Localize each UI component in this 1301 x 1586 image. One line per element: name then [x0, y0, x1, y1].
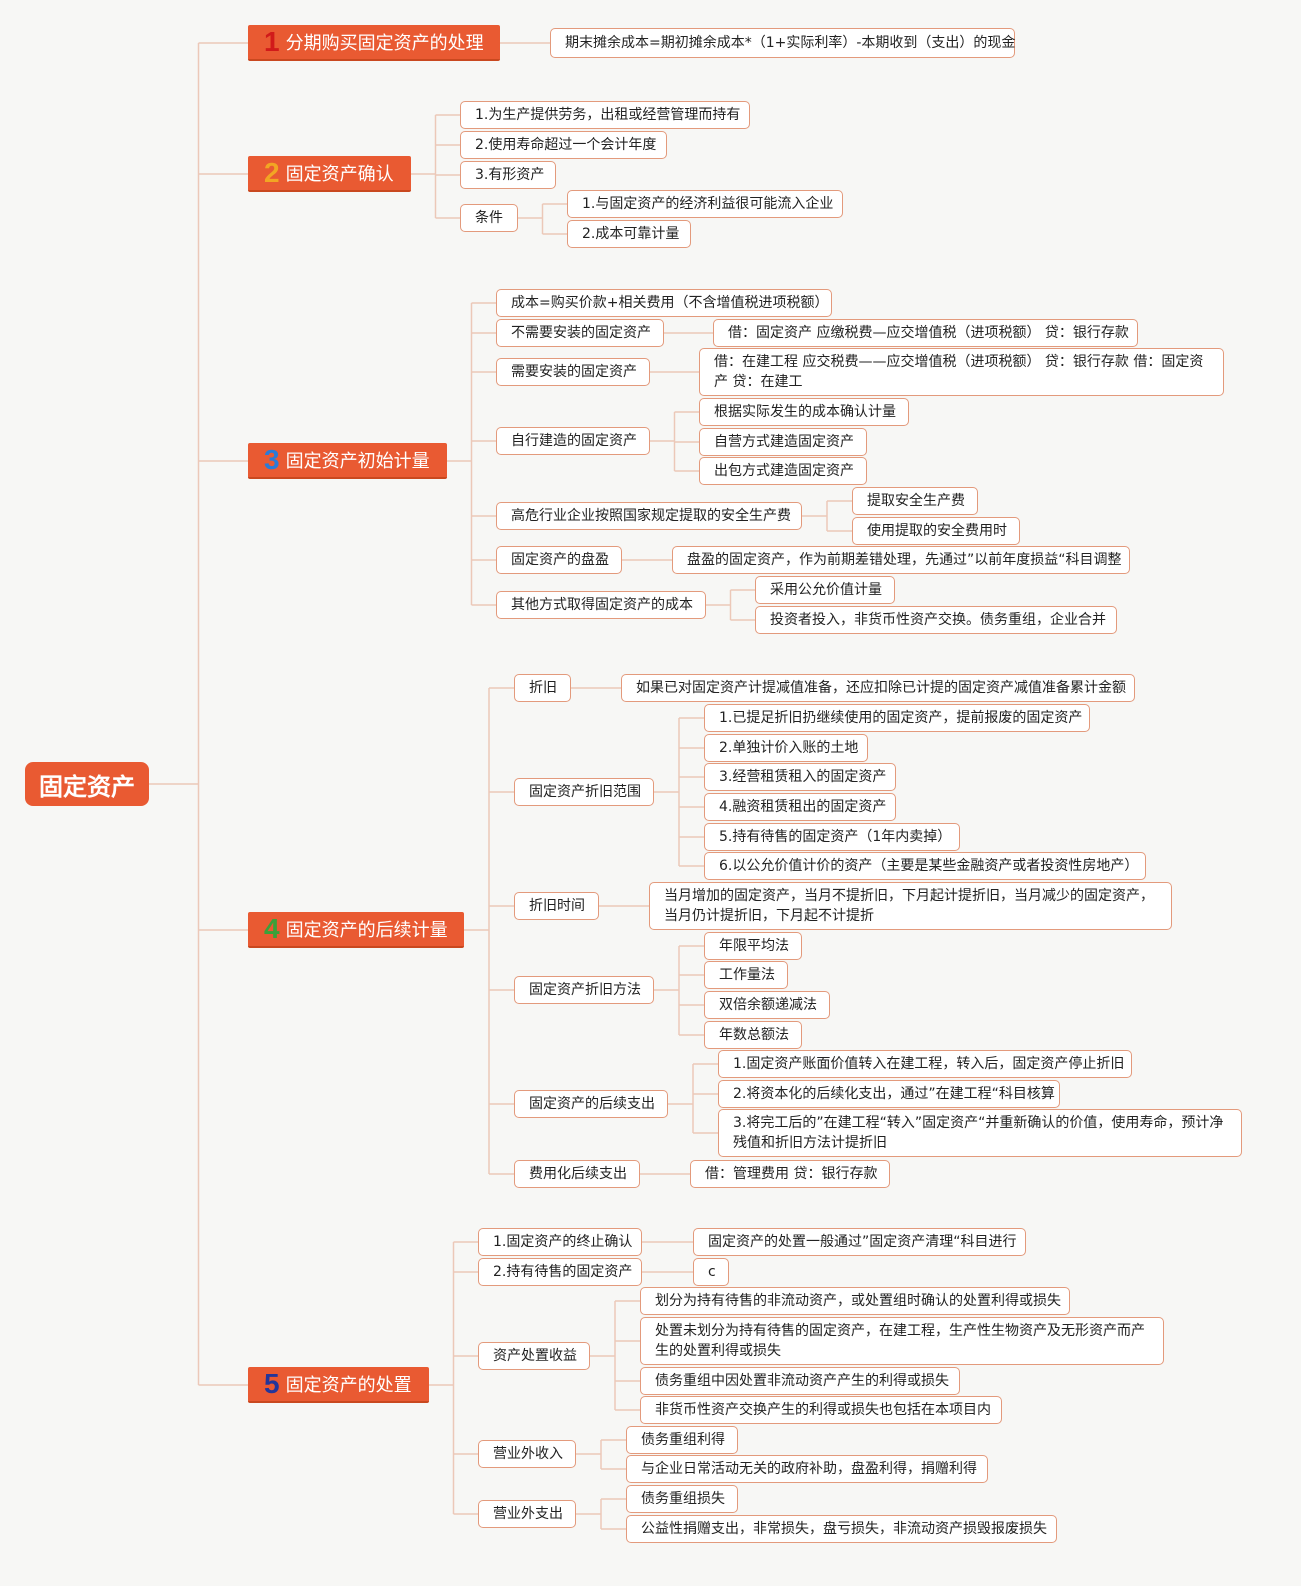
s3-item-4[interactable]: 自行建造的固定资产	[496, 427, 650, 455]
s3-item-5-child-2[interactable]: 使用提取的安全费用时	[852, 517, 1020, 545]
s2-item-3[interactable]: 3.有形资产	[460, 161, 556, 189]
s4-item-2-child-6[interactable]: 6.以公允价值计价的资产（主要是某些金融资产或者投资性房地产）	[704, 852, 1146, 880]
s4-item-4-child-1[interactable]: 年限平均法	[704, 932, 802, 960]
s5-item-4-child-2[interactable]: 与企业日常活动无关的政府补助，盘盈利得，捐赠利得	[626, 1455, 988, 1483]
section-2-number: 2	[264, 157, 280, 188]
s3-item-7-child-1[interactable]: 采用公允价值计量	[755, 576, 895, 604]
s5-item-3-child-3[interactable]: 债务重组中因处置非流动资产产生的利得或损失	[640, 1367, 960, 1395]
s3-item-4-child-1[interactable]: 根据实际发生的成本确认计量	[699, 398, 909, 426]
section-3-node[interactable]: 3 固定资产初始计量	[248, 443, 447, 479]
s5-item-3-child-1[interactable]: 划分为持有待售的非流动资产，或处置组时确认的处置利得或损失	[640, 1287, 1070, 1315]
s4-item-2-child-4[interactable]: 4.融资租赁租出的固定资产	[704, 793, 896, 821]
s4-item-5-child-3[interactable]: 3.将完工后的”在建工程“转入”固定资产“并重新确认的价值，使用寿命，预计净残值…	[718, 1109, 1242, 1157]
s4-item-5[interactable]: 固定资产的后续支出	[514, 1090, 668, 1118]
section-2-node[interactable]: 2 固定资产确认	[248, 156, 411, 192]
s3-item-5-child-1[interactable]: 提取安全生产费	[852, 487, 978, 515]
s4-item-6-child-1[interactable]: 借：管理费用 贷：银行存款	[690, 1160, 890, 1188]
s5-item-3-child-2[interactable]: 处置未划分为持有待售的固定资产，在建工程，生产性生物资产及无形资产而产生的处置利…	[640, 1317, 1164, 1365]
section-4-number: 4	[264, 913, 280, 944]
root-node[interactable]: 固定资产	[25, 762, 149, 806]
s4-item-4[interactable]: 固定资产折旧方法	[514, 976, 654, 1004]
section-3-number: 3	[264, 444, 280, 475]
s5-item-1[interactable]: 1.固定资产的终止确认	[478, 1228, 642, 1256]
s3-item-5[interactable]: 高危行业企业按照国家规定提取的安全生产费	[496, 502, 802, 530]
s3-item-4-child-2[interactable]: 自营方式建造固定资产	[699, 428, 867, 456]
s3-item-7-child-2[interactable]: 投资者投入，非货币性资产交换。债务重组，企业合并	[755, 606, 1117, 634]
s3-item-7[interactable]: 其他方式取得固定资产的成本	[496, 591, 706, 619]
s3-item-4-child-3[interactable]: 出包方式建造固定资产	[699, 457, 867, 485]
s3-item-3[interactable]: 需要安装的固定资产	[496, 358, 650, 386]
s3-item-2-child-1[interactable]: 借：固定资产 应缴税费—应交增值税（进项税额） 贷：银行存款	[713, 319, 1138, 347]
s1-item-1[interactable]: 期末摊余成本=期初摊余成本*（1+实际利率）-本期收到（支出）的现金	[550, 28, 1015, 58]
section-3-title: 固定资产初始计量	[285, 451, 430, 472]
s4-item-3-child-1[interactable]: 当月增加的固定资产，当月不提折旧，下月起计提折旧，当月减少的固定资产，当月仍计提…	[649, 882, 1172, 930]
s5-item-5[interactable]: 营业外支出	[478, 1500, 576, 1528]
s4-item-3[interactable]: 折旧时间	[514, 892, 599, 920]
s4-item-4-child-3[interactable]: 双倍余额递减法	[704, 991, 830, 1019]
section-4-node[interactable]: 4 固定资产的后续计量	[248, 912, 464, 948]
s4-item-1-child-1[interactable]: 如果已对固定资产计提减值准备，还应扣除已计提的固定资产减值准备累计金额	[621, 674, 1135, 702]
s2-item-4-child-1[interactable]: 1.与固定资产的经济利益很可能流入企业	[567, 190, 843, 218]
section-4-title: 固定资产的后续计量	[285, 920, 448, 941]
s3-item-6[interactable]: 固定资产的盘盈	[496, 546, 622, 574]
section-5-number: 5	[264, 1368, 280, 1399]
s5-item-2-child-1[interactable]: c	[693, 1258, 729, 1286]
s2-item-4-child-2[interactable]: 2.成本可靠计量	[567, 220, 691, 248]
s5-item-4-child-1[interactable]: 债务重组利得	[626, 1426, 738, 1454]
s4-item-2-child-2[interactable]: 2.单独计价入账的土地	[704, 734, 868, 762]
s4-item-1[interactable]: 折旧	[514, 674, 571, 702]
s2-item-2[interactable]: 2.使用寿命超过一个会计年度	[460, 131, 667, 159]
s4-item-5-child-2[interactable]: 2.将资本化的后续化支出，通过”在建工程“科目核算	[718, 1080, 1060, 1108]
s5-item-3-child-4[interactable]: 非货币性资产交换产生的利得或损失也包括在本项目内	[640, 1396, 1002, 1424]
section-1-title: 分期购买固定资产的处理	[285, 33, 484, 54]
s4-item-4-child-2[interactable]: 工作量法	[704, 961, 788, 989]
s3-item-6-child-1[interactable]: 盘盈的固定资产，作为前期差错处理，先通过”以前年度损益“科目调整	[672, 546, 1130, 574]
section-1-number: 1	[264, 26, 280, 57]
s4-item-5-child-1[interactable]: 1.固定资产账面价值转入在建工程，转入后，固定资产停止折旧	[718, 1050, 1132, 1078]
s5-item-4[interactable]: 营业外收入	[478, 1440, 576, 1468]
section-5-node[interactable]: 5 固定资产的处置	[248, 1367, 429, 1403]
s3-item-3-child-1[interactable]: 借：在建工程 应交税费——应交增值税（进项税额） 贷：银行存款 借：固定资产 贷…	[699, 348, 1224, 396]
s3-item-2[interactable]: 不需要安装的固定资产	[496, 319, 664, 347]
s4-item-6[interactable]: 费用化后续支出	[514, 1160, 640, 1188]
s2-item-4[interactable]: 条件	[460, 204, 518, 232]
s5-item-1-child-1[interactable]: 固定资产的处置一般通过”固定资产清理“科目进行	[693, 1228, 1026, 1256]
s4-item-2-child-1[interactable]: 1.已提足折旧扔继续使用的固定资产，提前报废的固定资产	[704, 704, 1090, 732]
s4-item-4-child-4[interactable]: 年数总额法	[704, 1021, 802, 1049]
root-label: 固定资产	[39, 772, 135, 801]
section-1-node[interactable]: 1 分期购买固定资产的处理	[248, 25, 500, 61]
s4-item-2[interactable]: 固定资产折旧范围	[514, 778, 654, 806]
s3-item-1[interactable]: 成本=购买价款+相关费用（不含增值税进项税额）	[496, 289, 832, 317]
s5-item-5-child-2[interactable]: 公益性捐赠支出，非常损失，盘亏损失，非流动资产损毁报废损失	[626, 1515, 1057, 1543]
section-2-title: 固定资产确认	[285, 164, 394, 185]
s5-item-3[interactable]: 资产处置收益	[478, 1342, 590, 1370]
s4-item-2-child-3[interactable]: 3.经营租赁租入的固定资产	[704, 763, 896, 791]
section-5-title: 固定资产的处置	[285, 1375, 412, 1396]
s4-item-2-child-5[interactable]: 5.持有待售的固定资产（1年内卖掉）	[704, 823, 960, 851]
s5-item-2[interactable]: 2.持有待售的固定资产	[478, 1258, 642, 1286]
s5-item-5-child-1[interactable]: 债务重组损失	[626, 1485, 738, 1513]
s2-item-1[interactable]: 1.为生产提供劳务，出租或经营管理而持有	[460, 101, 750, 129]
